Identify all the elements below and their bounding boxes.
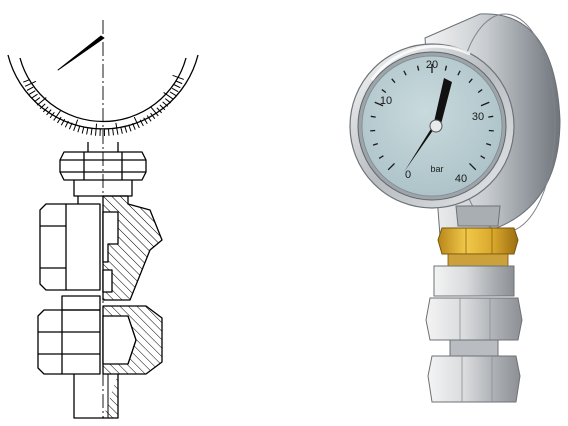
dial-tick xyxy=(36,97,47,106)
dial-tick xyxy=(81,126,85,134)
brass-stem xyxy=(455,205,501,227)
dial-tick xyxy=(112,128,114,136)
dial-tick xyxy=(150,106,159,117)
dial-tick xyxy=(133,116,140,129)
dial-tick xyxy=(173,84,181,89)
dial-face-tick xyxy=(374,101,384,107)
sectional-drawing xyxy=(7,20,199,419)
dial-tick xyxy=(171,87,179,93)
dial-tick xyxy=(156,107,163,114)
scale-label-40: 40 xyxy=(455,173,467,185)
pipe xyxy=(73,374,119,419)
dial-tick xyxy=(139,119,144,127)
dial-tick xyxy=(163,92,174,100)
dial-tick xyxy=(77,125,81,133)
dial-tick xyxy=(120,126,123,134)
coupling-body xyxy=(39,196,101,291)
lower-hex-nut xyxy=(37,309,101,375)
dial-tick xyxy=(68,122,73,130)
dial-tick xyxy=(26,86,34,91)
steel-collar xyxy=(433,265,515,297)
dial-face-tick xyxy=(480,155,486,159)
dial-tick xyxy=(143,117,148,124)
dial-face-tick xyxy=(488,115,494,118)
dial-tick xyxy=(175,80,183,85)
dial-face-tick xyxy=(391,78,396,84)
dial-tick xyxy=(124,125,128,133)
dial-tick xyxy=(46,109,52,116)
dial-tick xyxy=(150,112,156,119)
steel-hex-nut xyxy=(425,297,523,341)
gauge-3d-render: 0 10 20 30 40 bar xyxy=(349,13,561,403)
dial-face-tick xyxy=(370,115,376,118)
dial-tick xyxy=(159,104,166,111)
dial-outer-arc xyxy=(7,54,199,130)
scale-label-30: 30 xyxy=(472,111,484,123)
scale-label-0: 0 xyxy=(405,169,411,181)
dial-tick xyxy=(162,101,169,107)
coupling-section xyxy=(102,195,163,301)
upper-hex-nut xyxy=(59,151,147,181)
brass-thread xyxy=(447,253,509,267)
dial-face-tick xyxy=(444,65,448,71)
dial-tick xyxy=(29,90,36,95)
dial-face-tick xyxy=(468,78,473,84)
dial-tick xyxy=(42,106,49,113)
dial-tick xyxy=(73,119,79,131)
steel-bottom-nut xyxy=(427,355,521,403)
dial-tick xyxy=(53,110,61,121)
dial-tick xyxy=(64,120,69,128)
steel-pipe-stub xyxy=(449,339,499,357)
dial-face-tick xyxy=(381,89,387,94)
dial-tick xyxy=(128,124,132,132)
dial-tick xyxy=(34,97,41,103)
scale-label-10: 10 xyxy=(380,95,392,107)
dial-face-tick xyxy=(378,155,384,159)
dial-tick xyxy=(60,118,66,126)
dial-tick xyxy=(31,93,38,99)
scale-label-20: 20 xyxy=(426,59,438,71)
dial-face-ticks xyxy=(370,64,494,171)
dial-tick xyxy=(172,74,184,80)
dial-face-tick xyxy=(477,89,483,94)
dial-tick xyxy=(90,128,93,136)
needle-counterweight xyxy=(434,78,452,128)
dial-tick xyxy=(146,115,152,122)
dial-face-tick xyxy=(387,163,395,171)
lower-neck xyxy=(61,295,101,311)
gauge-stem xyxy=(87,142,119,152)
dial-face-tick xyxy=(403,70,407,76)
dial-tick xyxy=(86,127,89,135)
unit-label: bar xyxy=(430,164,443,174)
dial-tick xyxy=(95,123,98,136)
dial-tick xyxy=(164,98,172,104)
dial-pointer xyxy=(57,35,105,71)
dial-tick xyxy=(24,80,37,87)
dial-face-tick xyxy=(469,163,477,171)
gauge-needle xyxy=(404,124,436,172)
dial-tick xyxy=(23,79,30,83)
dial-face-tick xyxy=(480,101,490,107)
dial-tick xyxy=(49,111,55,119)
bezel-highlight xyxy=(370,44,471,81)
needle-hub xyxy=(429,119,443,133)
dial-scale-ticks xyxy=(23,74,184,136)
dial-tick xyxy=(57,116,62,124)
dial-face-tick xyxy=(416,65,420,71)
dial-tick xyxy=(115,122,119,135)
dial-tick xyxy=(169,91,177,96)
dial-face-tick xyxy=(486,142,492,146)
dial-face-tick xyxy=(372,142,378,146)
brass-hex-nut xyxy=(437,227,519,255)
dial-tick xyxy=(132,123,136,130)
lower-section xyxy=(102,305,163,375)
dial-face-tick xyxy=(457,70,461,76)
dial-tick xyxy=(39,103,46,110)
